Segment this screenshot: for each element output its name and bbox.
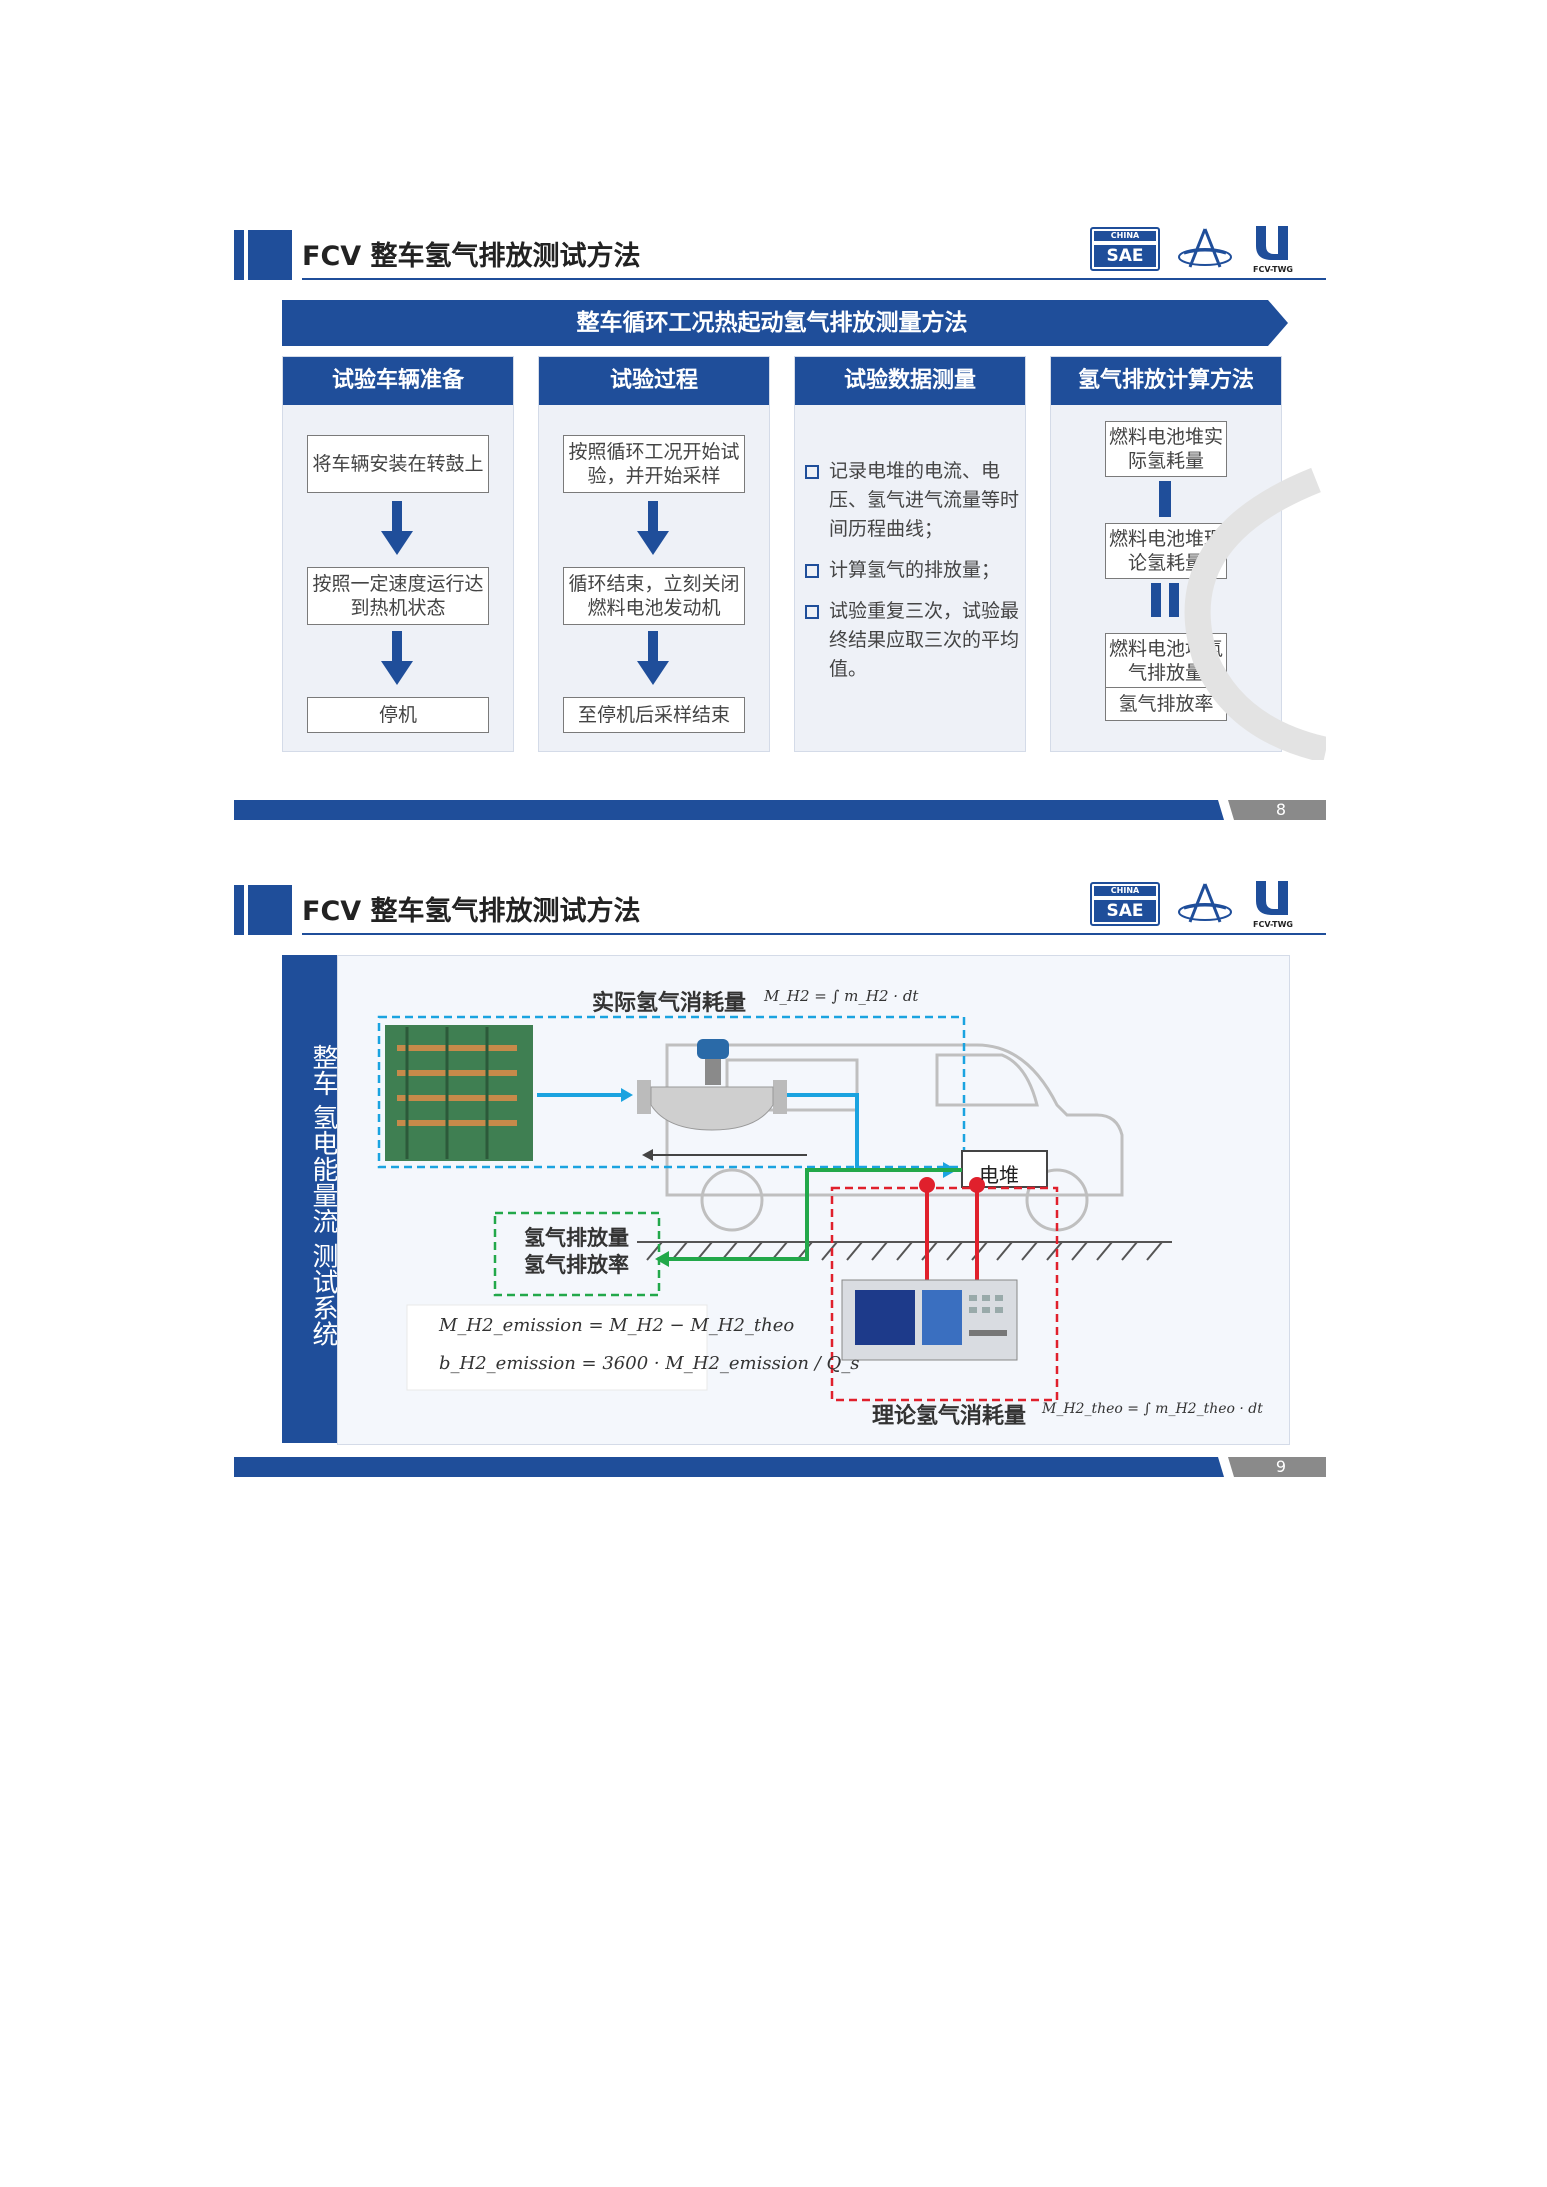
step-box: 将车辆安装在转鼓上 — [307, 435, 489, 493]
minus-sign-icon — [1159, 481, 1171, 517]
equals-sign-icon — [1151, 583, 1161, 617]
arrow-down-icon — [381, 631, 413, 685]
calc-box-rate: 氢气排放率 — [1105, 687, 1227, 721]
logo-group: CHINA SAE FCV-TWG — [1090, 879, 1296, 929]
bullet-item: 记录电堆的电流、电压、氢气进气流量等时间历程曲线； — [805, 457, 1019, 544]
title-accent-bars — [234, 885, 292, 935]
actual-consumption-label: 实际氢气消耗量 — [592, 991, 747, 1016]
column-header: 试验过程 — [539, 357, 769, 405]
page-number: 8 — [1275, 800, 1286, 819]
vehicle-outline — [665, 1043, 1124, 1232]
arrow-down-icon — [381, 501, 413, 555]
fcv-twg-logo: FCV-TWG — [1250, 224, 1296, 274]
china-sae-logo: CHINA SAE — [1090, 227, 1160, 271]
square-bullet-icon — [805, 465, 819, 479]
column-header: 试验数据测量 — [795, 357, 1025, 405]
china-sae-logo: CHINA SAE — [1090, 882, 1160, 926]
column-test-process: 试验过程 按照循环工况开始试验，并开始采样 循环结束，立刻关闭燃料电池发动机 至… — [538, 356, 770, 752]
step-box: 按照循环工况开始试验，并开始采样 — [563, 435, 745, 493]
coriolis-flowmeter-icon — [637, 1039, 787, 1131]
hydrogen-supply-region — [377, 1015, 966, 1169]
column-data-measurement: 试验数据测量 记录电堆的电流、电压、氢气进气流量等时间历程曲线； 计算氢气的排放… — [794, 356, 1026, 752]
footer-bar — [234, 1457, 1326, 1477]
bullet-item: 试验重复三次，试验最终结果应取三次的平均值。 — [805, 597, 1019, 684]
tatc-logo — [1178, 228, 1232, 268]
side-title-bar — [282, 955, 337, 1443]
step-box: 停机 — [307, 697, 489, 733]
tatc-logo — [1178, 883, 1232, 923]
emission-rate-formula: b_H2_emission = 3600 · M_H2_emission / Q… — [439, 1353, 860, 1374]
energy-flow-diagram — [377, 1015, 1172, 1402]
column-header: 氢气排放计算方法 — [1051, 357, 1281, 405]
emission-amount-label: 氢气排放量 — [524, 1226, 629, 1250]
bullet-list: 记录电堆的电流、电压、氢气进气流量等时间历程曲线； 计算氢气的排放量； 试验重复… — [805, 457, 1019, 696]
banner-arrow — [282, 300, 1288, 346]
bullet-item: 计算氢气的排放量； — [805, 556, 1019, 585]
column-header: 试验车辆准备 — [283, 357, 513, 405]
emission-formula: M_H2_emission = M_H2 − M_H2_theo — [439, 1315, 795, 1336]
step-box: 按照一定速度运行达到热机状态 — [307, 567, 489, 625]
title-underline — [302, 933, 1326, 935]
emission-rate-label: 氢气排放率 — [524, 1253, 629, 1277]
title-accent-bars — [234, 230, 292, 280]
slide-9: FCV 整车氢气排放测试方法 CHINA SAE FCV-TWG 整车 氢电能量… — [234, 875, 1326, 1485]
slide-title: FCV 整车氢气排放测试方法 — [302, 896, 641, 927]
banner-text: 整车循环工况热起动氢气排放测量方法 — [576, 310, 968, 336]
hydrogen-tank-rack-icon — [385, 1025, 533, 1161]
watermark-arc — [1184, 467, 1326, 760]
page-number: 9 — [1275, 1457, 1286, 1476]
footer-bar — [234, 800, 1326, 820]
arrow-down-icon — [637, 631, 669, 685]
arrow-down-icon — [637, 501, 669, 555]
power-analyzer-icon — [841, 1279, 1018, 1361]
emission-result-region — [493, 1211, 661, 1297]
actual-consumption-formula: M_H2 = ∫ m_H2 · dt — [764, 987, 919, 1005]
theory-consumption-formula: M_H2_theo = ∫ m_H2_theo · dt — [1042, 1401, 1263, 1417]
theory-consumption-label: 理论氢气消耗量 — [872, 1404, 1027, 1429]
calc-box-actual: 燃料电池堆实际氢耗量 — [1105, 421, 1227, 477]
step-box: 至停机后采样结束 — [563, 697, 745, 733]
column-emission-calculation: 氢气排放计算方法 燃料电池堆实际氢耗量 燃料电池堆理论氢耗量 燃料电池堆氢气排放… — [1050, 356, 1282, 752]
stack-label: 电堆 — [979, 1163, 1019, 1187]
fcv-twg-logo: FCV-TWG — [1250, 879, 1296, 929]
title-underline — [302, 278, 1326, 280]
slide-8: FCV 整车氢气排放测试方法 CHINA SAE FCV-TWG 整车循环工况热… — [234, 220, 1326, 830]
logo-group: CHINA SAE FCV-TWG — [1090, 224, 1296, 274]
power-analyzer-region — [830, 1186, 1059, 1402]
square-bullet-icon — [805, 605, 819, 619]
slide-title: FCV 整车氢气排放测试方法 — [302, 241, 641, 272]
side-title: 整车 氢电能量流 测试系统 — [308, 1043, 338, 1347]
column-vehicle-preparation: 试验车辆准备 将车辆安装在转鼓上 按照一定速度运行达到热机状态 停机 — [282, 356, 514, 752]
step-box: 循环结束，立刻关闭燃料电池发动机 — [563, 567, 745, 625]
square-bullet-icon — [805, 564, 819, 578]
